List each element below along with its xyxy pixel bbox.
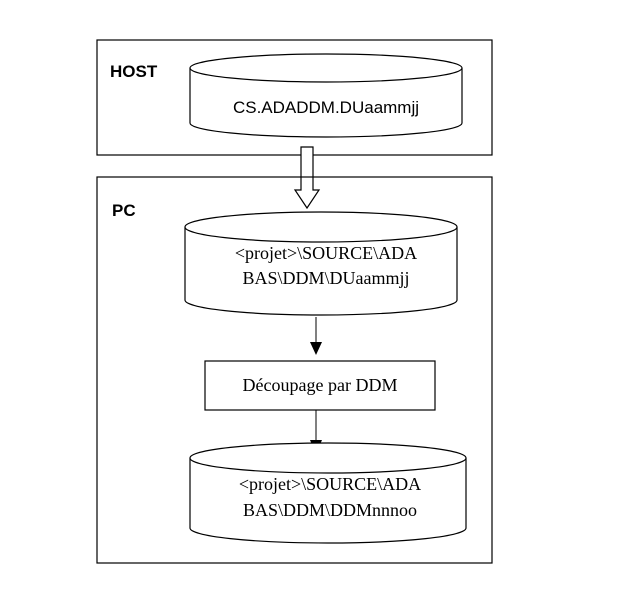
arrow-down-icon bbox=[310, 317, 322, 355]
host-dataset-cylinder: CS.ADADDM.DUaammjj bbox=[189, 53, 463, 138]
source-cylinder-top bbox=[184, 211, 458, 243]
output-dataset-line2: BAS\DDM\DDMnnnoo bbox=[243, 500, 417, 520]
process-label: Découpage par DDM bbox=[243, 375, 398, 395]
process-step: Découpage par DDM bbox=[204, 360, 436, 411]
output-dataset-cylinder: <projet>\SOURCE\ADA BAS\DDM\DDMnnnoo bbox=[189, 442, 467, 544]
process-box bbox=[204, 360, 436, 411]
pc-box bbox=[96, 176, 493, 564]
pc-label: PC bbox=[112, 201, 136, 220]
output-cylinder-top bbox=[189, 442, 467, 474]
host-dataset-name: CS.ADADDM.DUaammjj bbox=[233, 98, 419, 117]
host-cylinder-top bbox=[189, 53, 463, 83]
host-label: HOST bbox=[110, 62, 158, 81]
pc-container: PC <projet>\SOURCE\ADA BAS\DDM\DUaammjj … bbox=[96, 176, 493, 564]
source-dataset-line2: BAS\DDM\DUaammjj bbox=[242, 268, 409, 288]
output-cylinder-body bbox=[189, 458, 467, 544]
host-cylinder-body bbox=[189, 68, 463, 138]
source-cylinder-body bbox=[184, 227, 458, 316]
output-dataset-line1: <projet>\SOURCE\ADA bbox=[239, 474, 421, 494]
host-container: HOST CS.ADADDM.DUaammjj bbox=[96, 39, 493, 156]
source-dataset-cylinder: <projet>\SOURCE\ADA BAS\DDM\DUaammjj bbox=[184, 211, 458, 316]
source-dataset-line1: <projet>\SOURCE\ADA bbox=[235, 243, 417, 263]
